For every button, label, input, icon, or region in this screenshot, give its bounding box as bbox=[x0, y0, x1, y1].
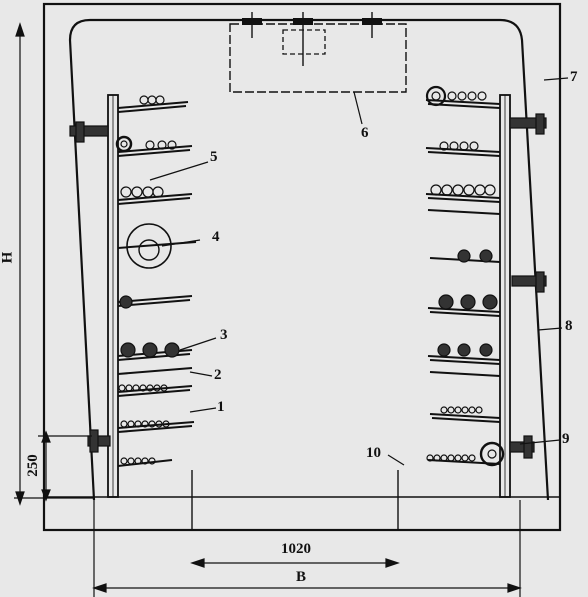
outer-frame bbox=[42, 2, 562, 532]
label-2: 2 bbox=[214, 367, 222, 383]
dim-label-250: 250 bbox=[24, 454, 41, 477]
label-9: 9 bbox=[562, 431, 570, 447]
dim-label-1020: 1020 bbox=[281, 541, 311, 557]
left-rolls bbox=[115, 95, 180, 465]
leader-lines bbox=[149, 77, 569, 466]
label-10: 10 bbox=[366, 445, 381, 461]
right-rolls bbox=[425, 85, 505, 467]
label-7: 7 bbox=[570, 69, 578, 85]
label-1: 1 bbox=[217, 399, 225, 415]
dim-250 bbox=[38, 430, 92, 502]
label-3: 3 bbox=[220, 327, 228, 343]
dim-h bbox=[14, 22, 94, 506]
dim-1020 bbox=[190, 558, 400, 568]
side-brackets bbox=[69, 113, 547, 459]
dim-label-h: H bbox=[0, 251, 16, 264]
dim-b bbox=[92, 500, 522, 597]
label-6: 6 bbox=[361, 125, 369, 141]
top-box-6 bbox=[229, 12, 407, 93]
label-8: 8 bbox=[565, 318, 573, 334]
label-4: 4 bbox=[212, 229, 220, 245]
label-5: 5 bbox=[210, 149, 218, 165]
dim-label-b: B bbox=[296, 569, 307, 585]
